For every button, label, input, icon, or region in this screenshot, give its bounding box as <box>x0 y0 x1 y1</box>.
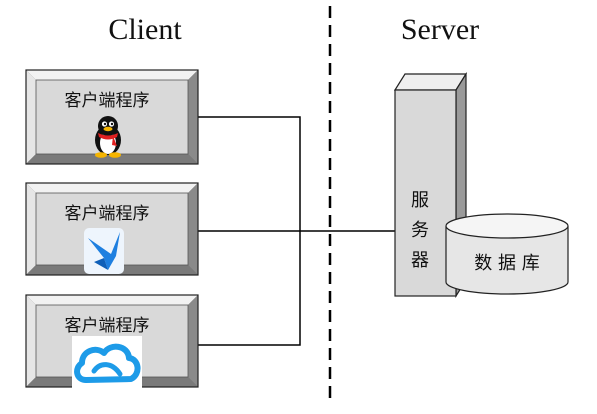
client-label-3: 客户端程序 <box>65 316 150 336</box>
cloud-icon <box>72 336 142 388</box>
connector-lines <box>198 116 395 346</box>
client-box-2: 客户端程序 <box>25 182 199 276</box>
client-box-3: 客户端程序 <box>25 294 199 388</box>
server-tower: 服 务 器 <box>393 71 468 299</box>
swift-bird-icon <box>84 228 124 274</box>
server-char-1: 服 <box>411 190 429 211</box>
client-box-1: 客户端程序 <box>25 69 199 165</box>
server-char-2: 务 <box>411 220 429 241</box>
database-label: 数 据 库 <box>474 253 539 274</box>
client-label-2: 客户端程序 <box>65 204 150 224</box>
client-heading: Client <box>108 13 182 46</box>
qq-penguin-icon <box>95 116 121 158</box>
database-cylinder: 数 据 库 <box>445 213 569 295</box>
server-heading: Server <box>401 13 479 46</box>
client-label-1: 客户端程序 <box>65 91 150 111</box>
server-char-3: 器 <box>411 250 429 271</box>
